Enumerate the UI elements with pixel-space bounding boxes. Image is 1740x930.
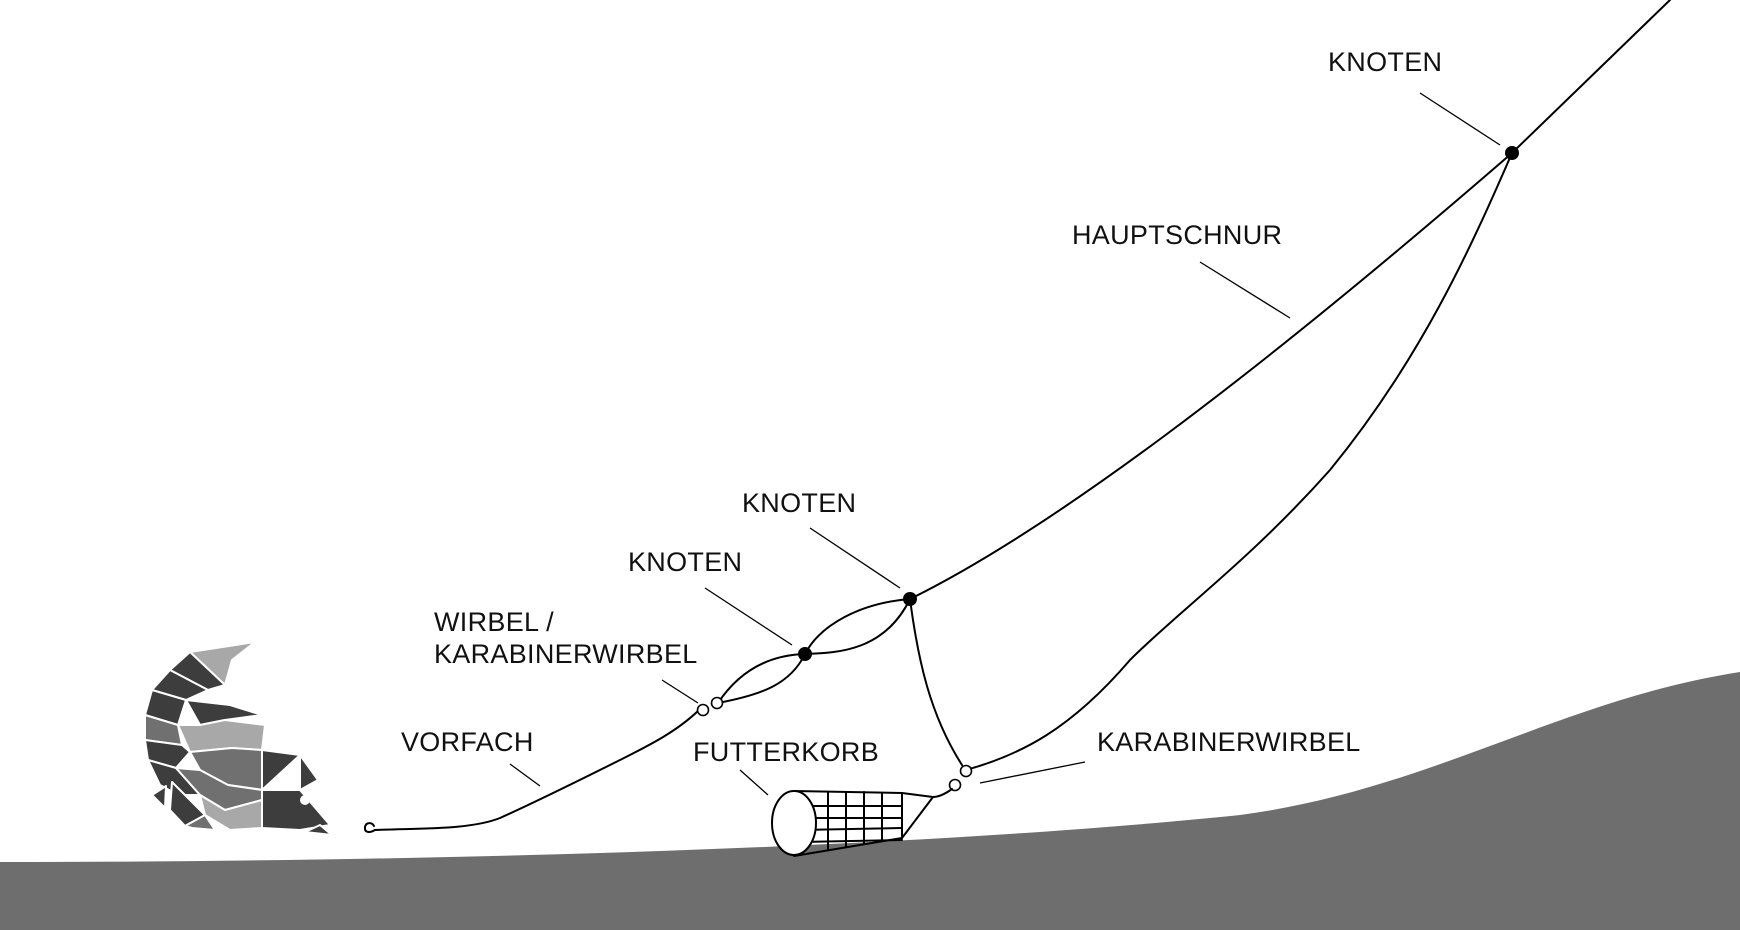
label-futterkorb: FUTTERKORB xyxy=(693,737,879,767)
feeder-line-upper xyxy=(965,152,1513,771)
leader-knoten-top xyxy=(1419,92,1501,146)
label-hauptschnur: HAUPTSCHNUR xyxy=(1072,220,1282,250)
knot-top xyxy=(1505,146,1519,160)
leader-line xyxy=(374,705,704,831)
leader-karabinerwirbel xyxy=(979,761,1086,784)
hook-icon xyxy=(363,822,376,833)
label-knoten-mid: KNOTEN xyxy=(742,488,856,518)
knot-mid xyxy=(903,592,917,606)
loop-lower xyxy=(804,598,911,655)
fish-illustration xyxy=(144,641,333,836)
leader-vorfach xyxy=(509,763,541,787)
label-vorfach: VORFACH xyxy=(401,727,534,757)
snap-clip xyxy=(932,788,953,798)
label-wirbel-line1: WIRBEL / xyxy=(434,607,554,637)
small-loop-upper xyxy=(717,653,806,704)
leader-wirbel xyxy=(661,679,699,704)
snap-swivel-ring xyxy=(959,764,973,778)
label-wirbel-line2: KARABINERWIRBEL xyxy=(434,639,698,669)
feeder-bridle xyxy=(901,792,934,839)
leader-knoten-mid xyxy=(809,527,901,589)
leader-knoten-low xyxy=(704,587,793,646)
small-loop-lower xyxy=(717,653,806,704)
label-knoten-top: KNOTEN xyxy=(1328,47,1442,77)
snap-swivel-ring xyxy=(948,778,962,792)
swivel-ring xyxy=(710,696,724,710)
main-line xyxy=(909,0,1671,600)
label-karabinerwirbel: KARABINERWIRBEL xyxy=(1097,727,1361,757)
leader-hauptschnur xyxy=(1199,261,1291,319)
leader-futterkorb xyxy=(739,769,769,796)
loop-upper xyxy=(804,598,911,655)
feeder-basket-icon xyxy=(771,790,903,857)
knot-low xyxy=(798,647,812,661)
ground xyxy=(0,672,1740,930)
label-knoten-low: KNOTEN xyxy=(628,547,742,577)
swivel-ring xyxy=(696,703,710,717)
feeder-drop-line xyxy=(909,598,963,766)
